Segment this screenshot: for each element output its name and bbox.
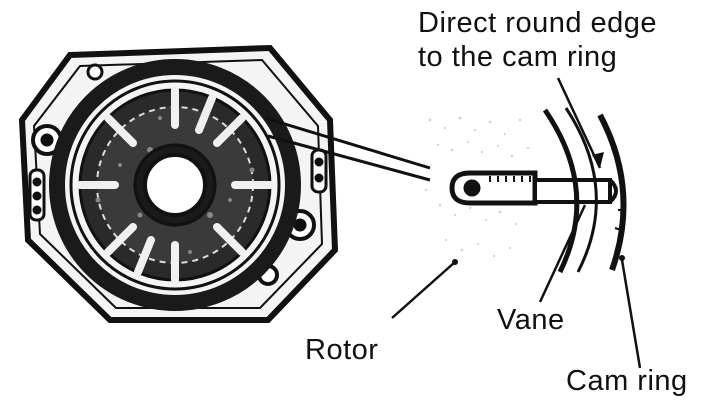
cam-ring-label: Cam ring (566, 365, 688, 397)
rotor-assembly (18, 44, 339, 323)
vane-detail (449, 107, 627, 274)
halftone-shading (423, 116, 529, 258)
leader-arrowheads (452, 152, 625, 265)
leader-lines (391, 77, 642, 369)
note-label-line2: to the cam ring (418, 41, 618, 73)
rotor-label: Rotor (305, 334, 379, 366)
note-label-line1: Direct round edge (418, 7, 658, 39)
vane-label: Vane (497, 304, 565, 336)
detail-callout-wedge (264, 116, 431, 182)
